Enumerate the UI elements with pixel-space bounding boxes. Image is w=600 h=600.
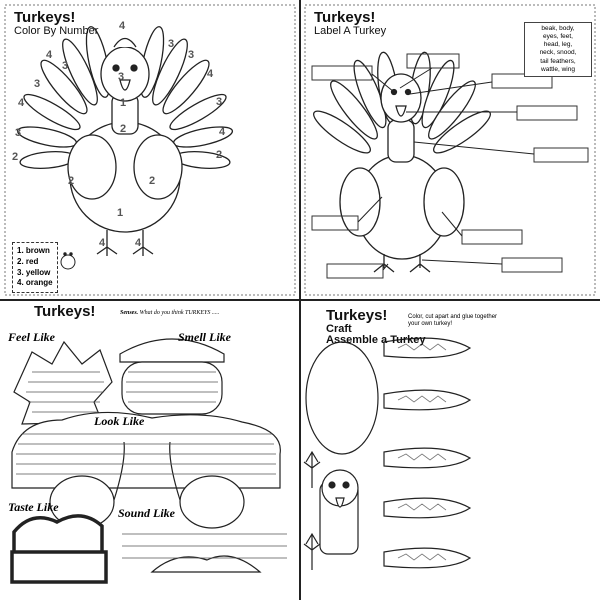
number-label: 4 — [207, 68, 214, 80]
senses-drawing — [10, 338, 287, 584]
craft-instructions: Color, cut apart and glue together your … — [408, 314, 498, 328]
feel-like-label: Feel Like — [8, 330, 55, 344]
taste-like-label: Taste Like — [8, 500, 59, 514]
smell-like-label: Smell Like — [178, 330, 231, 344]
number-label: 3 — [34, 78, 40, 90]
senses-prompt: Senses. What do you think TURKEYS ..... — [120, 310, 219, 316]
panel-divider-horizontal — [0, 299, 600, 301]
number-label: 2 — [12, 151, 18, 163]
number-label: 3 — [15, 127, 21, 139]
number-label: 3 — [118, 71, 124, 83]
page-title: Turkeys! — [34, 303, 96, 320]
senses-worksheet: Turkeys! Senses. What do you think TURKE… — [2, 302, 298, 598]
number-label: 3 — [216, 96, 222, 108]
word-bank-line: eyes, feet, — [543, 33, 573, 41]
number-label: 4 — [135, 237, 142, 249]
sound-like-label: Sound Like — [118, 506, 176, 520]
number-label: 2 — [216, 149, 222, 161]
word-bank-line: neck, snood, — [539, 49, 577, 57]
number-label: 2 — [120, 123, 126, 135]
color-legend: 1. brown 2. red 3. yellow 4. orange — [12, 242, 58, 294]
number-label: 3 — [168, 38, 174, 50]
number-label: 3 — [62, 60, 68, 72]
page-title: Turkeys! — [314, 9, 376, 26]
prompt-label: Senses. — [120, 310, 139, 316]
legend-item: 2. red — [17, 256, 39, 266]
legend-item: 3. yellow — [17, 267, 51, 277]
number-label: 1 — [120, 97, 126, 109]
craft-subtitle: Craft — [326, 322, 352, 335]
number-label: 4 — [18, 97, 25, 109]
page-title: Turkeys! — [14, 9, 76, 26]
legend-item: 4. orange — [17, 278, 53, 288]
word-bank: beak, body, eyes, feet, head, leg, neck,… — [524, 22, 592, 77]
worksheet-title: Turkeys! Color By Number — [14, 10, 98, 37]
page-subtitle: Label A Turkey — [314, 24, 387, 37]
turkey-color-by-number-drawing: 4 4 3 3 4 3 2 3 3 4 3 4 2 3 1 2 2 2 1 4 … — [4, 4, 296, 296]
number-label: 4 — [46, 49, 53, 61]
worksheet-title: Turkeys! Label A Turkey — [314, 10, 386, 37]
prompt-text: What do you think TURKEYS ..... — [139, 310, 220, 316]
turkey-craft-cutouts — [303, 337, 472, 570]
craft-worksheet: Turkeys! Craft Assemble a Turkey Color, … — [302, 302, 598, 598]
number-label: 1 — [117, 207, 123, 219]
word-bank-line: wattle, wing — [541, 65, 575, 73]
color-by-number-worksheet: 4 4 3 3 4 3 2 3 3 4 3 4 2 3 1 2 2 2 1 4 … — [2, 2, 298, 298]
look-like-label: Look Like — [94, 414, 145, 428]
turkey-label-drawing — [304, 4, 596, 296]
word-bank-line: tail feathers, — [540, 57, 576, 65]
word-bank-line: head, leg, — [543, 41, 573, 49]
number-label: 4 — [219, 126, 226, 138]
legend-item: 1. brown — [17, 246, 50, 255]
craft-subtitle-2: Assemble a Turkey — [326, 334, 426, 347]
worksheet-title: Turkeys! Craft Assemble a Turkey — [326, 308, 425, 347]
number-label: 4 — [99, 237, 106, 249]
number-label: 3 — [188, 49, 194, 61]
number-label: 2 — [149, 175, 155, 187]
number-label: 4 — [119, 20, 126, 32]
number-label: 2 — [68, 175, 74, 187]
word-bank-line: beak, body, — [541, 25, 575, 32]
page-title: Turkeys! — [326, 307, 388, 324]
label-turkey-worksheet: Turkeys! Label A Turkey beak, body, eyes… — [302, 2, 598, 298]
page-subtitle: Color By Number — [14, 24, 99, 37]
